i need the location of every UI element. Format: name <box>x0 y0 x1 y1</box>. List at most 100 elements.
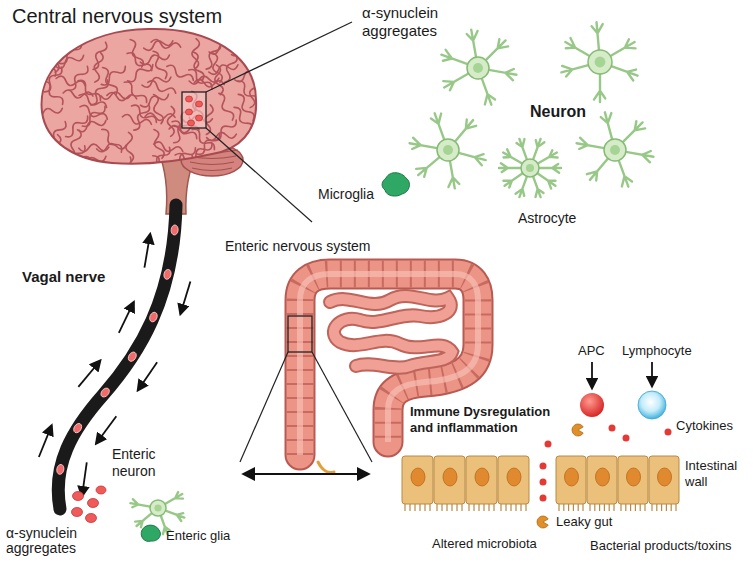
dendrite <box>486 39 508 60</box>
zoom-box <box>288 316 312 352</box>
zoom-line <box>312 352 372 462</box>
brain-gyrus <box>96 141 127 152</box>
pointer-arrow <box>651 362 653 386</box>
brain-gyrus <box>55 75 86 89</box>
dendrite <box>592 22 603 50</box>
microvillus <box>441 504 442 511</box>
brain-gyrus <box>189 75 220 85</box>
brain-gyrus <box>240 156 269 178</box>
soma <box>588 50 612 74</box>
aggregate-dot <box>72 508 83 517</box>
pointer-arrow <box>591 362 593 388</box>
flow-arrow <box>119 302 134 333</box>
brain-gyrus <box>209 52 223 83</box>
microvillus <box>505 504 506 511</box>
cell-label: Enteric glia <box>166 528 230 544</box>
brain-gyrus <box>34 144 41 174</box>
cell-nucleus <box>565 468 579 486</box>
microvillus <box>578 504 579 511</box>
lymphocyte-cell <box>638 391 666 419</box>
aggregate-dot <box>127 351 138 363</box>
microvillus <box>451 504 452 511</box>
astrocyte-cell <box>499 139 561 197</box>
brain-gyrus <box>255 155 285 163</box>
brain-gyrus <box>141 74 172 89</box>
microvillus <box>671 504 672 511</box>
neuron-cell <box>410 113 486 188</box>
brain-gyrus <box>125 132 134 162</box>
aggregate-dot <box>72 422 83 434</box>
aggregate-dot <box>186 96 193 102</box>
soma <box>467 57 489 79</box>
dendrite <box>533 139 544 160</box>
brain-gyrus <box>122 80 149 105</box>
brain-gyrus <box>90 41 109 71</box>
brain-gyrus <box>131 102 152 132</box>
brain-gyrus <box>76 78 103 103</box>
toxin-dot <box>545 441 552 448</box>
dendrite <box>431 113 444 139</box>
microvillus <box>625 504 626 511</box>
toxin-dot <box>540 479 547 486</box>
cytokine-dot <box>665 429 672 436</box>
dendrite <box>410 138 438 149</box>
dendrite <box>467 30 478 58</box>
nucleus <box>610 145 620 155</box>
microvillus <box>635 504 636 511</box>
microvillus <box>409 504 410 511</box>
tissue-label: Intestinal wall <box>685 458 749 489</box>
brain-gyrus <box>111 155 133 184</box>
dendrite <box>503 149 522 163</box>
cell-body <box>556 456 586 504</box>
aggregate-dot <box>73 492 84 501</box>
microvillus <box>594 504 595 511</box>
aggregate-dot <box>88 499 99 508</box>
microvillus <box>609 504 610 511</box>
dendrite <box>165 492 183 504</box>
flow-arrow <box>39 426 52 457</box>
dendrite <box>610 39 635 56</box>
cell-label: Astrocyte <box>518 210 576 227</box>
apc-cell <box>580 393 604 417</box>
aggregate-dot <box>171 225 179 236</box>
nucleus <box>473 63 483 73</box>
cell-body <box>466 456 497 504</box>
nucleus <box>154 504 161 511</box>
callout-label: α-synuclein aggregates <box>362 4 462 40</box>
microvillus <box>661 504 662 511</box>
microvillus <box>525 504 526 511</box>
brain-gyrus <box>139 91 170 108</box>
cell-body <box>434 456 465 504</box>
microvillus <box>644 504 645 511</box>
zoom-line <box>206 22 352 92</box>
dendrite <box>443 74 468 91</box>
aggregate-dot <box>196 115 203 121</box>
flow-arrow <box>138 362 157 390</box>
dendrite <box>130 499 150 507</box>
double-arrow <box>244 473 368 475</box>
zoom-line <box>240 352 288 462</box>
brain-gyrus <box>252 132 266 163</box>
epithelial-cell <box>466 456 497 511</box>
soma <box>437 139 459 161</box>
brain-gyrus <box>76 117 107 133</box>
brain-gyrus <box>208 61 239 75</box>
cytokine-dot <box>623 435 630 442</box>
microvillus <box>589 504 590 511</box>
brain-gyrus <box>150 154 173 183</box>
microvillus <box>582 504 583 511</box>
brain-gyrus <box>145 113 175 121</box>
brain-gyrus <box>99 64 127 88</box>
microvillus <box>573 504 574 511</box>
dendrite <box>539 164 561 173</box>
cerebellum-fold <box>190 162 234 165</box>
microbe-label: Bacterial products/toxins <box>590 538 732 554</box>
brain-gyrus <box>139 52 170 66</box>
dendrite <box>619 160 632 186</box>
dendrite <box>533 176 543 197</box>
dendrite <box>561 65 588 76</box>
microvillus <box>404 504 405 511</box>
microvillus <box>500 504 501 511</box>
cell-nucleus <box>411 468 425 486</box>
